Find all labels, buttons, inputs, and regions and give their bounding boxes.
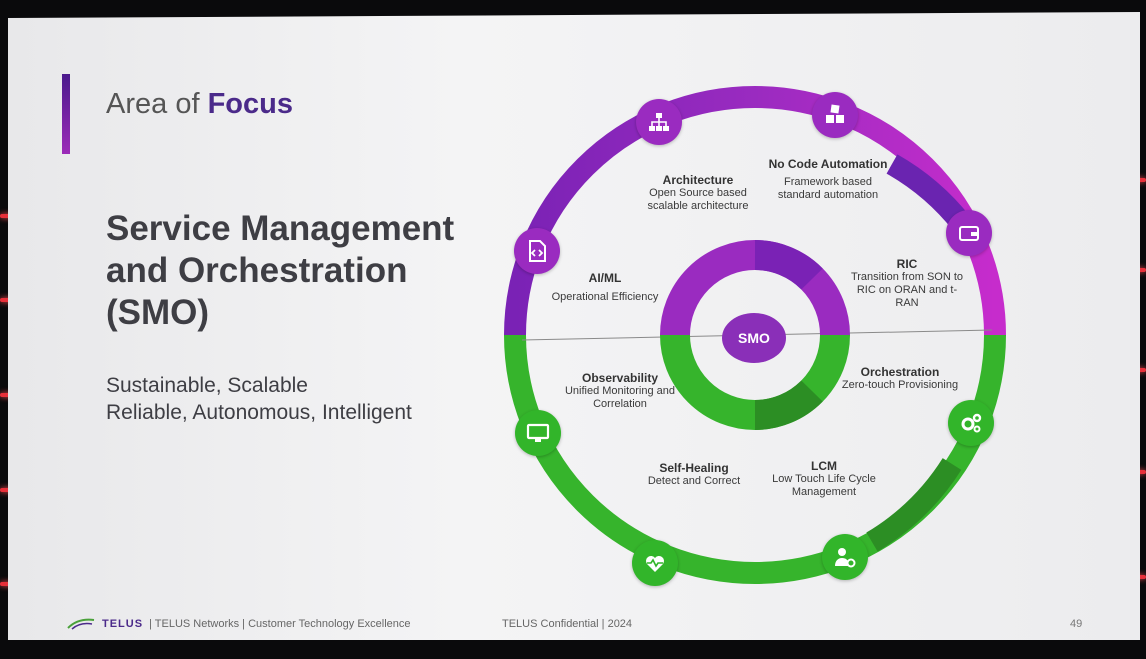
segment-title: Observability: [581, 371, 659, 385]
segment-desc: Unified Monitoring and Correlation: [564, 385, 676, 410]
segment-title: No Code Automation: [768, 157, 888, 171]
segment-desc: Framework based standard automation: [777, 176, 879, 201]
sitemap-icon: [636, 99, 682, 145]
subtitle: Sustainable, Scalable Reliable, Autonomo…: [106, 372, 466, 426]
segment-desc: Operational Efficiency: [551, 291, 659, 303]
subtitle-line-1: Sustainable, Scalable: [106, 374, 308, 397]
slide-title: Area of Focus: [106, 88, 293, 121]
segment-title: Self-Healing: [659, 461, 729, 475]
outer-ring-dark-arc: [866, 457, 962, 552]
main-heading: Service Management and Orchestration (SM…: [106, 209, 455, 332]
segment-title: Architecture: [662, 173, 734, 187]
cubes-icon: [812, 92, 858, 138]
segment-lcm: LCM Low Touch Life Cycle Management: [766, 460, 882, 499]
gears-icon: [948, 400, 994, 446]
footer-left: TELUS | TELUS Networks | Customer Techno…: [66, 618, 411, 630]
segment-title: AI/ML: [588, 271, 622, 285]
footer-confidential: TELUS Confidential | 2024: [502, 618, 633, 630]
segment-desc: Detect and Correct: [647, 475, 741, 487]
title-prefix: Area of: [106, 88, 200, 120]
code-file-icon: [514, 228, 560, 274]
telus-logo-text: TELUS: [102, 618, 144, 630]
title-accent-bar: [62, 74, 70, 154]
segment-desc: Zero-touch Provisioning: [841, 379, 959, 391]
subtitle-line-2: Reliable, Autonomous, Intelligent: [106, 401, 412, 424]
title-bold: Focus: [207, 88, 293, 120]
segment-architecture: Architecture Open Source based scalable …: [632, 174, 764, 213]
user-gear-icon: [822, 534, 868, 580]
segment-ric: RIC Transition from SON to RIC on ORAN a…: [848, 258, 966, 310]
segment-desc: Low Touch Life Cycle Management: [772, 473, 876, 498]
footer-text: | TELUS Networks | Customer Technology E…: [149, 618, 411, 630]
telus-logo-icon: [67, 618, 95, 630]
wallet-icon: [946, 210, 992, 256]
segment-title: RIC: [896, 257, 918, 271]
segment-self-healing: Self-Healing Detect and Correct: [636, 462, 752, 488]
segment-title: LCM: [811, 459, 837, 473]
presentation-slide: [8, 12, 1140, 640]
segment-observability: Observability Unified Monitoring and Cor…: [562, 372, 678, 411]
smo-center-badge: SMO: [722, 313, 786, 363]
segment-desc: Open Source based scalable architecture: [647, 187, 749, 212]
segment-aiml: AI/ML Operational Efficiency: [550, 272, 660, 304]
segment-orchestration: Orchestration Zero-touch Provisioning: [840, 366, 960, 392]
page-number: 49: [1070, 618, 1083, 630]
inner-ring-bottom-dark: [754, 380, 823, 430]
monitor-icon: [515, 410, 561, 456]
heartbeat-icon: [632, 540, 678, 586]
inner-ring-top-dark: [754, 240, 823, 290]
segment-desc: Transition from SON to RIC on ORAN and t…: [850, 271, 964, 309]
segment-no-code: No Code Automation Framework based stand…: [768, 158, 888, 202]
segment-title: Orchestration: [860, 365, 940, 379]
